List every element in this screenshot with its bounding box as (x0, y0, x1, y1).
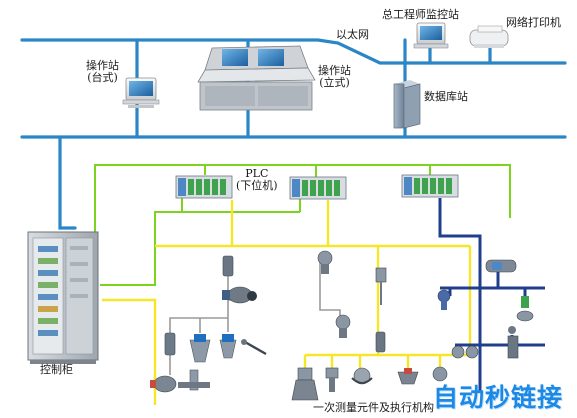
control-cabinet (27, 231, 99, 364)
chief-engineer-station (413, 22, 449, 49)
plc-module-2 (289, 176, 347, 200)
plc-module-1 (175, 175, 233, 199)
field-instruments-left (150, 255, 267, 393)
database-server (393, 80, 421, 129)
field-bus-navy (438, 198, 545, 392)
ethernet-label: 以太网 (336, 28, 369, 41)
database-station-label: 数据库站 (424, 90, 468, 103)
operator-station-console-label: 操作站 (立式) (318, 64, 351, 89)
operator-station-desk (122, 77, 160, 108)
watermark: 自动秒链接 (432, 383, 563, 412)
control-network-lines (94, 164, 511, 286)
field-instruments-middle (291, 250, 448, 401)
network-printer-label: 网络打印机 (506, 16, 561, 29)
plc-module-3 (401, 174, 459, 198)
operator-station-desk-label: 操作站 (台式) (86, 59, 119, 84)
chief-engineer-station-label: 总工程师监控站 (382, 8, 459, 21)
field-instruments-right (437, 259, 534, 359)
control-cabinet-label: 控制柜 (40, 363, 73, 376)
field-instruments-label: 一次测量元件及执行机构 (313, 401, 434, 414)
field-bus-yellow (102, 200, 472, 405)
operator-station-console (197, 45, 316, 111)
network-printer (469, 25, 509, 48)
plc-label: PLC (下位机) (236, 167, 278, 192)
